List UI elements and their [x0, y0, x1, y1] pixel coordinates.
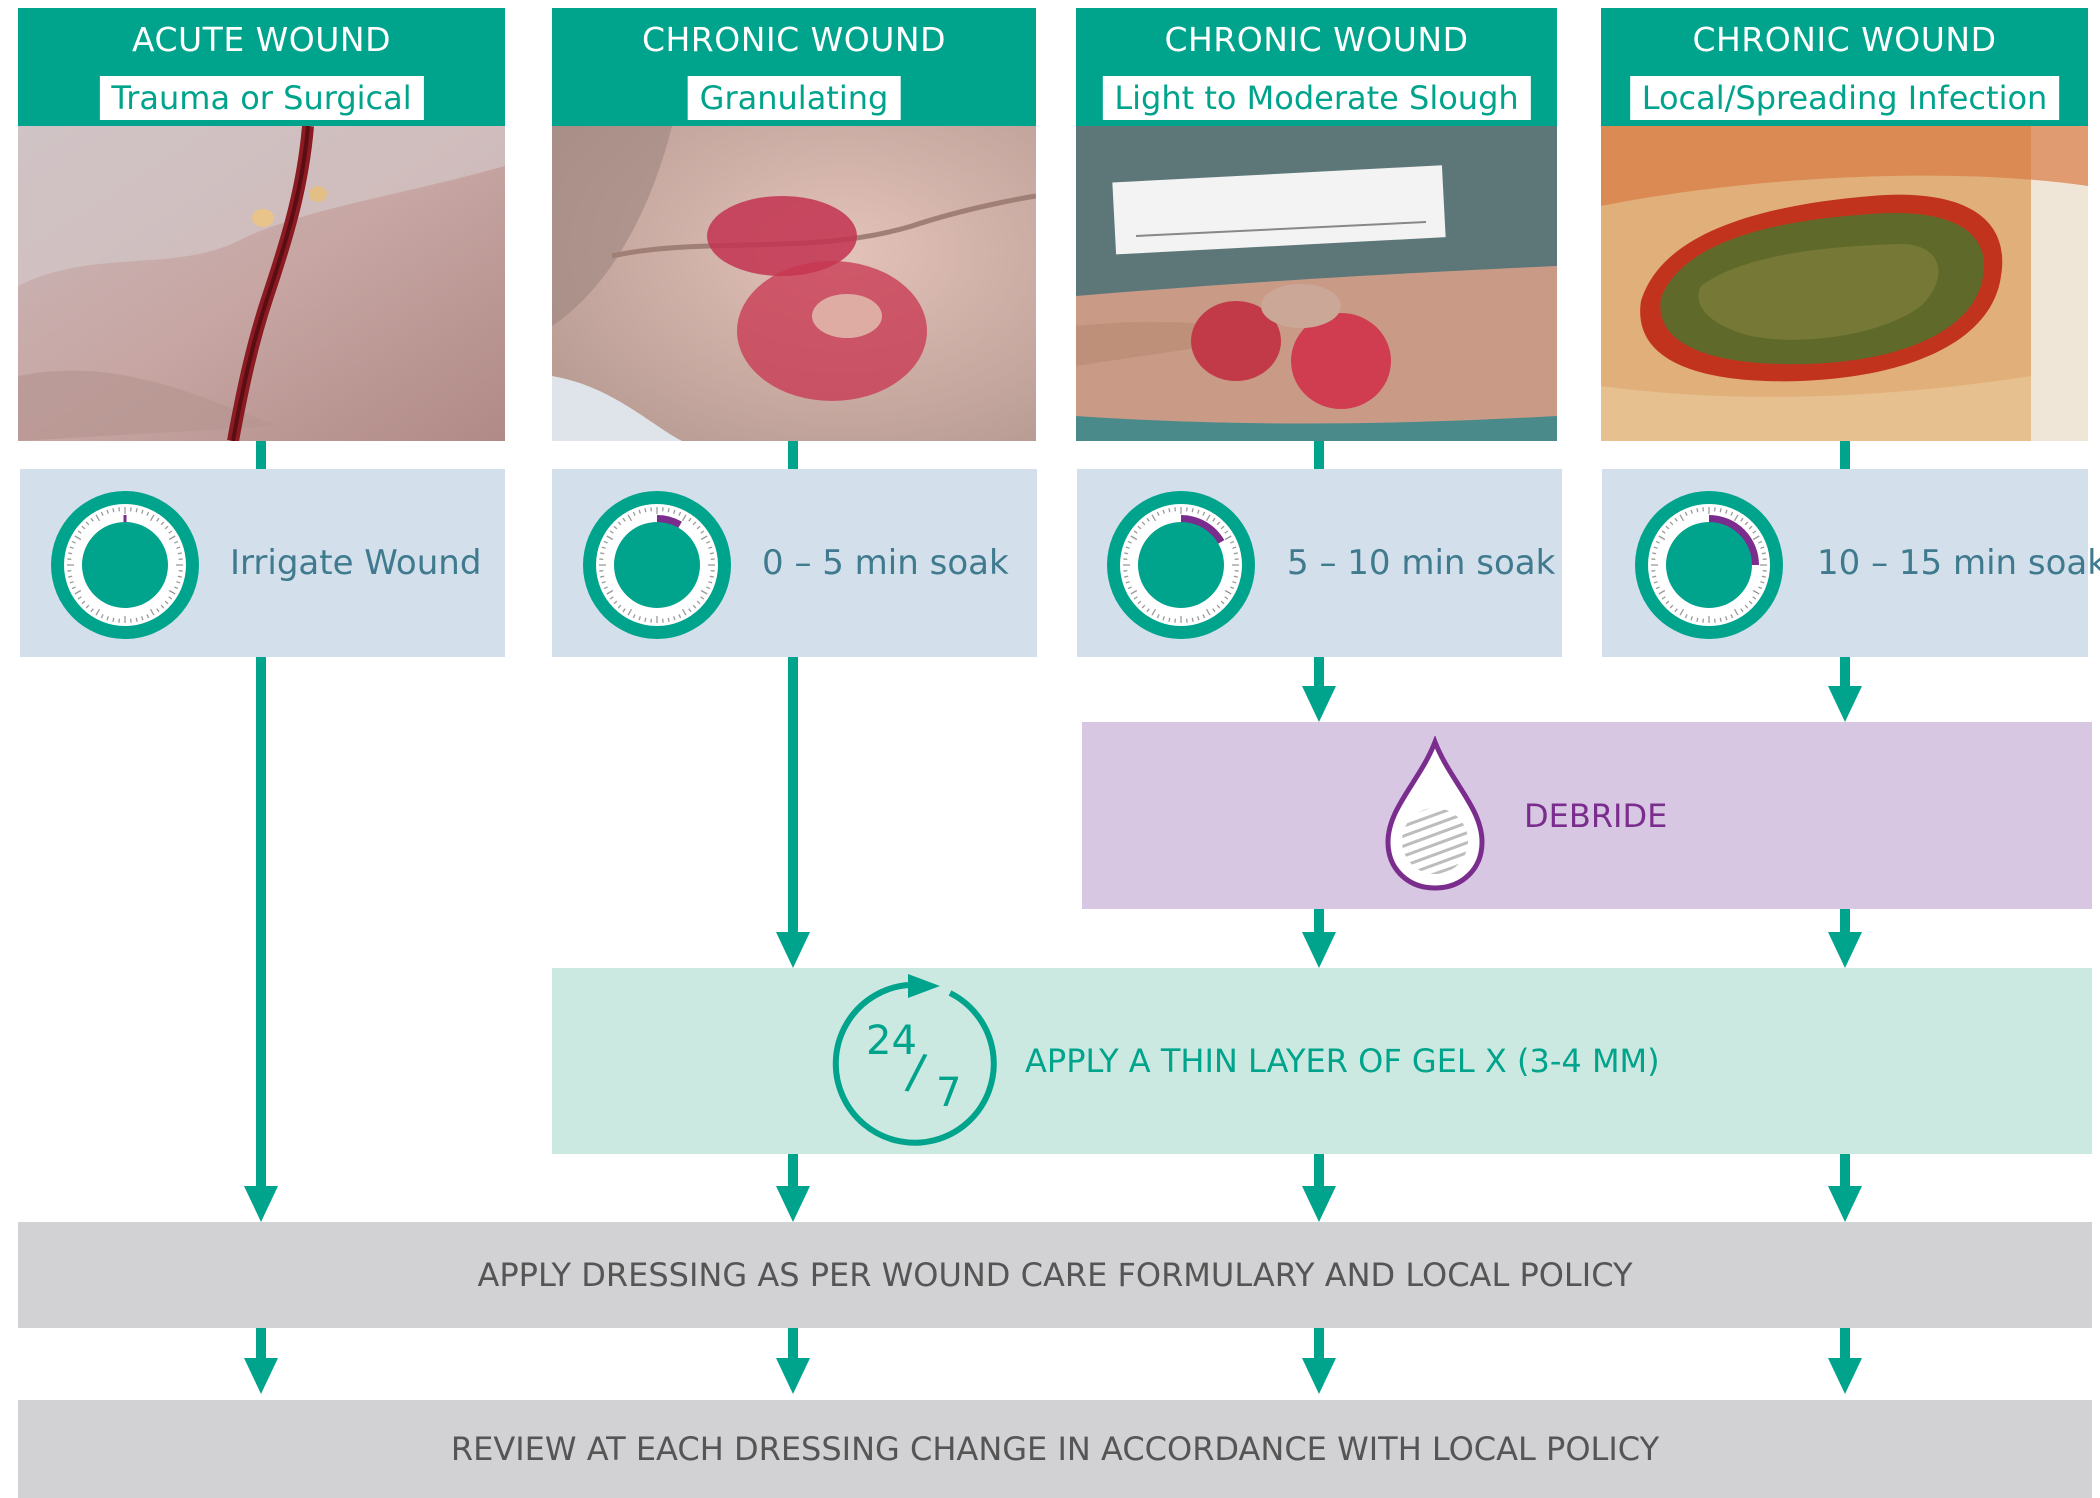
arrow-head — [244, 1358, 278, 1394]
debride-label: DEBRIDE — [1524, 722, 1667, 909]
review-label: REVIEW AT EACH DRESSING CHANGE IN ACCORD… — [18, 1400, 2092, 1498]
arrow-head — [776, 1186, 810, 1222]
arrow-head — [1828, 686, 1862, 722]
debride-box: DEBRIDE — [1082, 722, 2092, 909]
arrow-head — [1302, 1358, 1336, 1394]
gel-box: 24 / 7 APPLY A THIN LAYER OF GEL X (3-4 … — [552, 968, 2092, 1154]
arrow-head — [776, 932, 810, 968]
arrow-shaft — [256, 657, 266, 1192]
arrow-head — [1302, 686, 1336, 722]
arrow-shaft — [788, 657, 798, 938]
icon-numerator: 24 — [866, 1018, 917, 1064]
arrow-head — [776, 1358, 810, 1394]
arrow-head — [1828, 1186, 1862, 1222]
cycle-24-7-icon: 24 / 7 — [828, 974, 1008, 1149]
droplet-icon — [1380, 736, 1490, 896]
icon-denominator: 7 — [936, 1070, 961, 1116]
review-box: REVIEW AT EACH DRESSING CHANGE IN ACCORD… — [18, 1400, 2092, 1498]
gel-label: APPLY A THIN LAYER OF GEL X (3-4 MM) — [1025, 968, 1660, 1154]
arrow-head — [1828, 1358, 1862, 1394]
arrow-head — [1828, 932, 1862, 968]
arrow-head — [1302, 1186, 1336, 1222]
dressing-box: APPLY DRESSING AS PER WOUND CARE FORMULA… — [18, 1222, 2092, 1328]
arrow-head — [244, 1186, 278, 1222]
dressing-label: APPLY DRESSING AS PER WOUND CARE FORMULA… — [18, 1222, 2092, 1328]
arrow-head — [1302, 932, 1336, 968]
